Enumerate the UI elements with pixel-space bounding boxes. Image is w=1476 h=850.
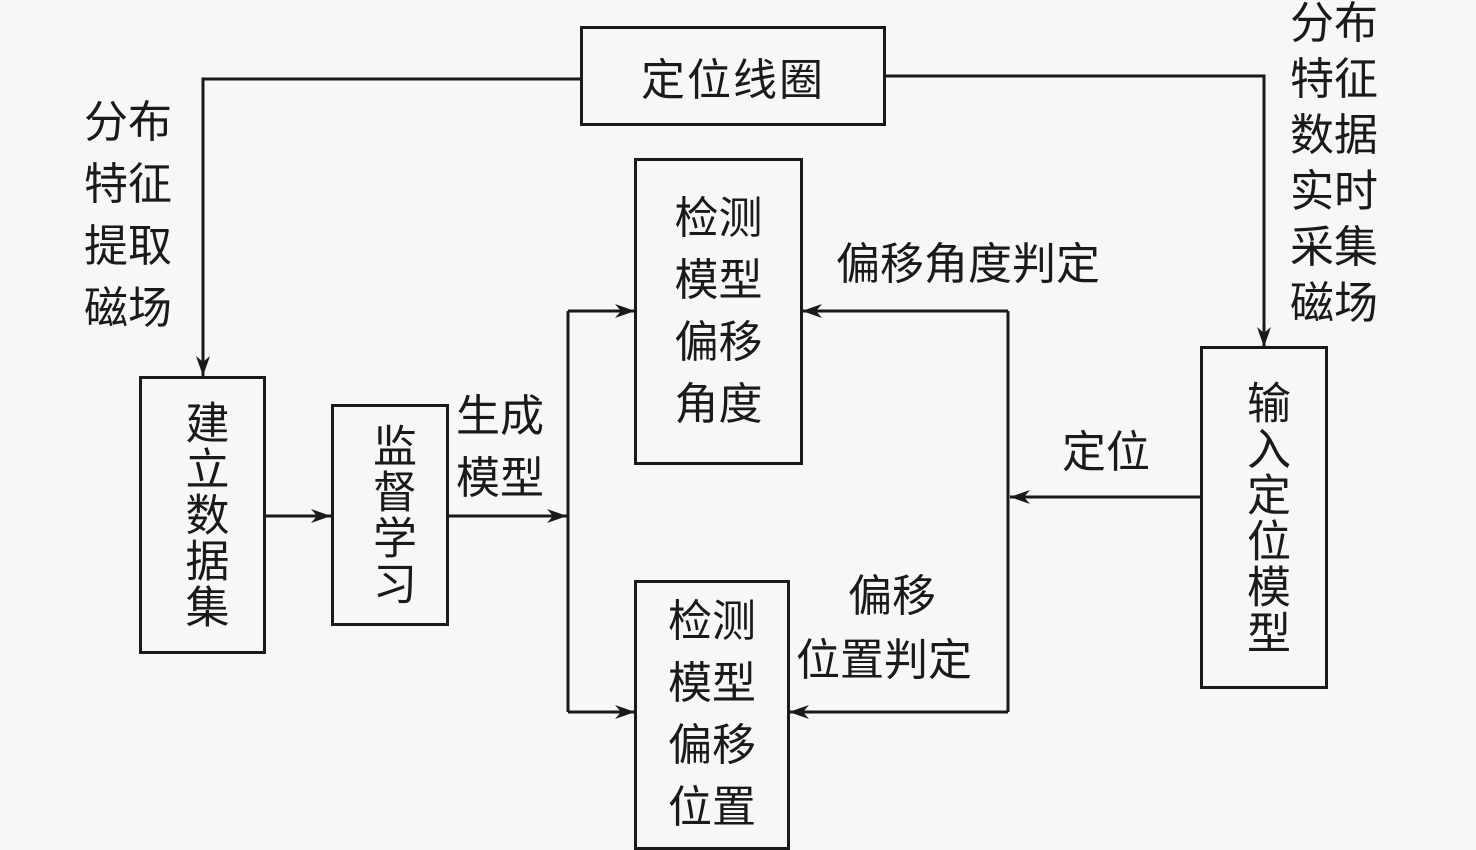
label-locate: 定位 <box>1062 427 1150 478</box>
node-dataset: 建立数据集 <box>139 376 266 654</box>
node-supervised: 监督学习 <box>331 404 449 626</box>
label-angle-judge: 偏移角度判定 <box>836 239 1100 290</box>
node-coil-label: 定位线圈 <box>641 55 825 106</box>
edge-coil-to-locate-model <box>884 74 1271 347</box>
label-position-judge-2: 位置判定 <box>796 635 972 686</box>
node-coil: 定位线圈 <box>580 26 886 126</box>
label-left-feature: 分布特征提取磁场 <box>84 97 172 334</box>
label-position-judge-1: 偏移 <box>848 571 936 622</box>
edge-coil-to-dataset <box>196 77 582 376</box>
node-supervised-label: 监督学习 <box>365 423 416 607</box>
node-position-model-label: 检测模型偏移位置 <box>668 596 756 833</box>
node-locate-model: 输入定位模型 <box>1200 346 1328 689</box>
node-angle-model-label: 检测模型偏移角度 <box>674 192 763 430</box>
node-locate-model-label: 输入定位模型 <box>1239 379 1290 656</box>
node-position-model: 检测模型偏移位置 <box>634 580 790 850</box>
node-angle-model: 检测模型偏移角度 <box>634 158 803 465</box>
node-dataset-label: 建立数据集 <box>177 400 229 630</box>
label-right-feature: 分布特征数据实时采集磁场 <box>1290 0 1378 329</box>
label-generate: 生成模型 <box>456 391 544 504</box>
